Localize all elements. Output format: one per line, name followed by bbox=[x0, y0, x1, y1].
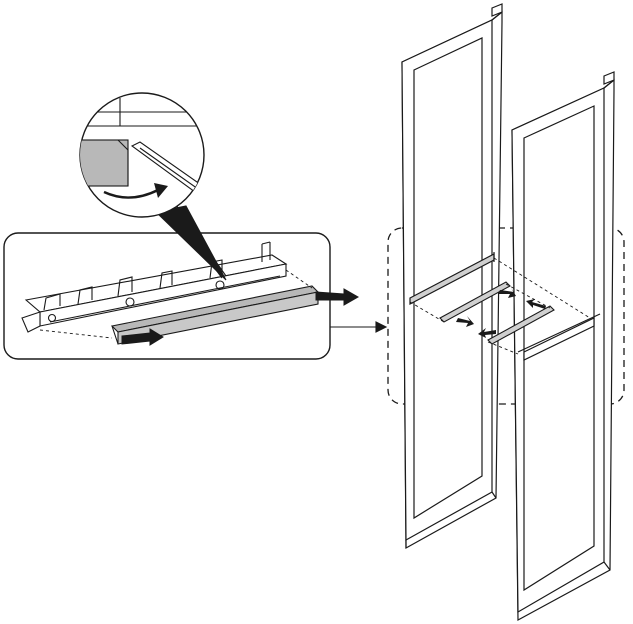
trim-piece-upper bbox=[439, 281, 511, 323]
detail-callout bbox=[3, 204, 360, 360]
door-frame-left bbox=[401, 3, 503, 550]
alignment-lines bbox=[409, 257, 591, 355]
door-frame-right bbox=[511, 71, 615, 622]
focus-region bbox=[387, 227, 625, 405]
direction-arrows bbox=[456, 288, 546, 338]
pull-arrow-icon bbox=[456, 316, 474, 327]
trim-edge bbox=[80, 139, 129, 187]
trim-strip bbox=[110, 285, 320, 345]
guide-lines bbox=[39, 269, 313, 339]
pull-arrow-icon bbox=[526, 299, 546, 309]
pull-arrow-icon bbox=[315, 288, 360, 306]
rotate-arrow-icon bbox=[103, 188, 159, 199]
pull-arrow-icon bbox=[121, 328, 164, 346]
rotate-arrow-head bbox=[154, 183, 168, 198]
zoom-circle-icon bbox=[79, 92, 205, 218]
crossbar-rail-right bbox=[523, 317, 595, 361]
pull-arrow-icon bbox=[498, 288, 516, 298]
callout-link-arrow bbox=[330, 321, 388, 333]
pull-arrow-icon bbox=[478, 328, 496, 338]
